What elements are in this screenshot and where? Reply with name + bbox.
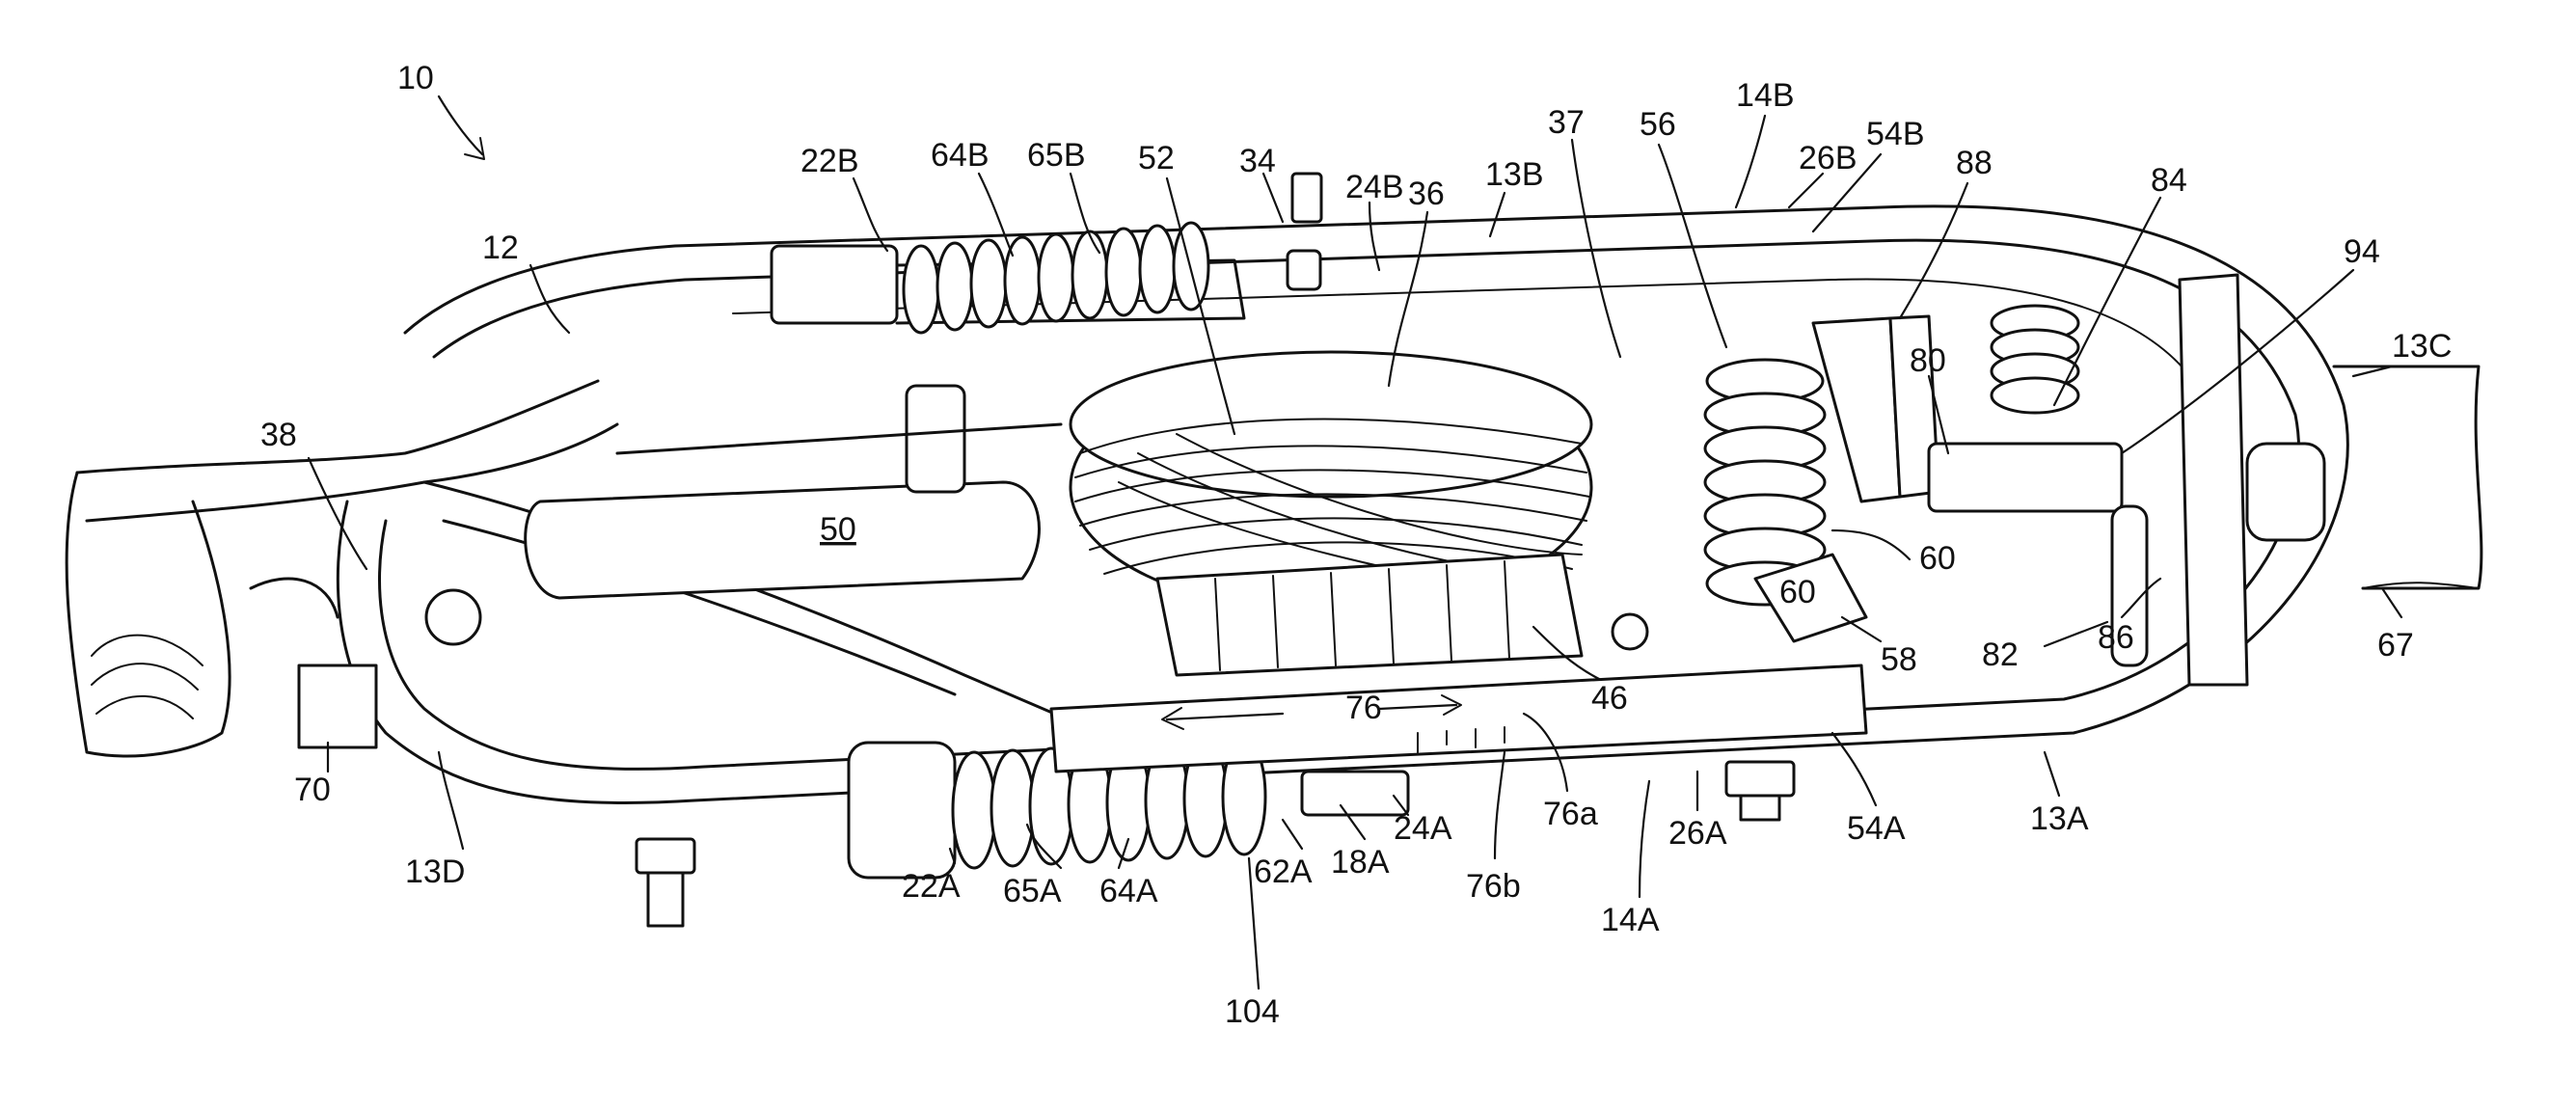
label-12: 12 <box>482 230 519 266</box>
label-76b: 76b <box>1466 868 1521 905</box>
label-62A: 62A <box>1254 854 1313 890</box>
label-88: 88 <box>1956 145 1993 181</box>
label-70: 70 <box>294 772 331 808</box>
label-18A: 18A <box>1331 844 1390 881</box>
label-60-upper: 60 <box>1919 540 1956 577</box>
label-13B: 13B <box>1485 156 1544 193</box>
label-14B: 14B <box>1736 77 1795 114</box>
label-34: 34 <box>1239 143 1276 179</box>
label-94: 94 <box>2344 233 2380 270</box>
label-60-lower: 60 <box>1779 574 1816 610</box>
label-14A: 14A <box>1601 902 1660 938</box>
label-84: 84 <box>2151 162 2187 199</box>
label-26A: 26A <box>1668 815 1727 852</box>
label-65A: 65A <box>1003 873 1062 909</box>
label-10: 10 <box>397 60 434 96</box>
left-bracket <box>251 579 376 747</box>
label-80: 80 <box>1910 342 1946 379</box>
label-64B: 64B <box>931 137 990 174</box>
end-cap <box>2247 366 2481 588</box>
label-13A: 13A <box>2030 800 2089 837</box>
label-36: 36 <box>1408 176 1445 212</box>
label-13C: 13C <box>2392 328 2452 365</box>
label-76: 76 <box>1345 690 1382 726</box>
label-38: 38 <box>260 417 297 453</box>
label-104: 104 <box>1225 993 1280 1030</box>
label-54A: 54A <box>1847 810 1906 847</box>
label-26B: 26B <box>1799 140 1857 176</box>
crank-arm <box>526 386 1061 598</box>
label-24A: 24A <box>1394 810 1452 847</box>
label-58: 58 <box>1881 641 1917 678</box>
label-54B: 54B <box>1866 116 1925 152</box>
label-67: 67 <box>2377 627 2414 664</box>
label-22A: 22A <box>902 868 961 905</box>
figure-arrow <box>439 96 484 159</box>
label-37: 37 <box>1548 104 1585 141</box>
label-86: 86 <box>2098 619 2134 656</box>
label-13D: 13D <box>405 854 465 890</box>
label-24B: 24B <box>1345 169 1404 205</box>
label-82: 82 <box>1982 637 2019 673</box>
label-64A: 64A <box>1099 873 1158 909</box>
label-76a: 76a <box>1543 796 1598 832</box>
label-65B: 65B <box>1027 137 1086 174</box>
upper-spring-coils <box>904 223 1208 333</box>
label-56: 56 <box>1640 106 1676 143</box>
label-46: 46 <box>1591 680 1628 717</box>
label-22B: 22B <box>800 143 859 179</box>
label-52: 52 <box>1138 140 1175 176</box>
label-50: 50 <box>820 511 856 548</box>
